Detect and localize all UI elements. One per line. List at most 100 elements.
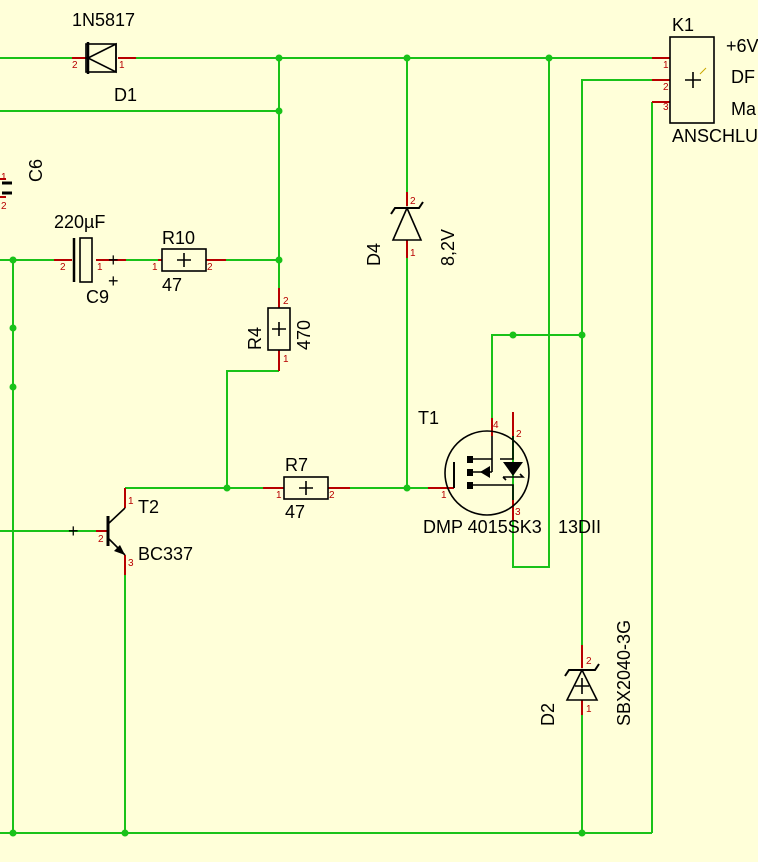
junction-dot: [275, 256, 283, 264]
capacitor-c6[interactable]: 1 2 C6: [0, 159, 46, 212]
diode-d2[interactable]: 2 1 D2 SBX2040-3G: [538, 620, 634, 726]
pin-number: 4: [493, 420, 499, 431]
junction-dot: [275, 107, 283, 115]
pin-number: 1: [276, 490, 282, 501]
t1-channel: [467, 482, 473, 489]
pin-number: 2: [98, 534, 104, 545]
pin-number: 1: [441, 490, 447, 501]
t2-emitter-arrow: [114, 545, 125, 555]
transistor-t2[interactable]: 1 2 3 + T2 BC337: [68, 488, 193, 575]
junction-dot: [9, 829, 17, 837]
r7-center-mark: [299, 481, 313, 495]
pin-number: 2: [60, 262, 66, 273]
k1-body: [669, 36, 715, 124]
pin-number: 1: [128, 496, 134, 507]
pin-number: 3: [663, 102, 669, 113]
pin-number: 1: [1, 172, 7, 183]
pin-number: 2: [329, 490, 335, 501]
k1-line-label: +6V: [726, 36, 758, 56]
resistor-r10[interactable]: 1 2 R10 47: [152, 228, 226, 295]
junction-dot: [275, 54, 283, 62]
junction-dot: [578, 829, 586, 837]
r4-body: [267, 307, 291, 351]
k1-line-label: Ma: [731, 99, 757, 119]
c6-ref: C6: [26, 159, 46, 182]
d4-bar: [390, 201, 424, 215]
r7-body: [283, 476, 329, 500]
k1-line-label: DF: [731, 67, 755, 87]
pin-number: 1: [97, 262, 103, 273]
t1-body-diode: [503, 462, 523, 476]
t1-ref: T1: [418, 408, 439, 428]
pin-number: 2: [586, 656, 592, 667]
t2-polarity-sign: +: [68, 521, 79, 541]
k1-value: ANSCHLU: [672, 126, 758, 146]
junction-dot: [9, 256, 17, 264]
junction-dots: [9, 54, 586, 837]
pin-number: 2: [207, 262, 213, 273]
wire-source-loop: [491, 334, 582, 418]
d2-center-mark: [575, 678, 589, 694]
resistor-r7[interactable]: 1 2 R7 47: [263, 455, 350, 522]
d1-body: [85, 43, 117, 73]
d1-triangle: [86, 42, 117, 74]
t1-value: DMP 4015SK3: [423, 517, 542, 537]
wire-k1-drain-loop: [512, 58, 550, 568]
wire-r4-r7: [226, 370, 279, 488]
d4-value: 8,2V: [438, 229, 458, 266]
capacitor-c9[interactable]: 2 1 220µF C9 + +: [54, 212, 126, 307]
pin-number: 2: [516, 429, 522, 440]
junction-dot: [403, 484, 411, 492]
t1-channel: [467, 456, 473, 463]
t2-value: BC337: [138, 544, 193, 564]
connector-k1[interactable]: 1 2 3 K1 ANSCHLU +6V DF Ma: [652, 15, 758, 146]
junction-dot: [9, 383, 17, 391]
t1-diode-bar: [502, 473, 525, 481]
pin-number: 1: [119, 60, 125, 71]
t2-ref: T2: [138, 497, 159, 517]
junction-dot: [509, 331, 517, 339]
d2-value: SBX2040-3G: [614, 620, 634, 726]
pin-number: 1: [152, 262, 158, 273]
d4-ref: D4: [364, 243, 384, 266]
pin-number: 1: [410, 248, 416, 259]
pin-number: 1: [663, 60, 669, 71]
junction-dot: [578, 331, 586, 339]
pin-number: 1: [283, 354, 289, 365]
d1-value: 1N5817: [72, 10, 135, 30]
c9-plate-right: [79, 237, 93, 283]
zener-d4[interactable]: 2 1 D4 8,2V: [364, 192, 458, 266]
resistor-r4[interactable]: 2 1 R4 470: [245, 288, 314, 371]
junction-dot: [223, 484, 231, 492]
r7-value: 47: [285, 502, 305, 522]
t2-collector-line: [107, 507, 126, 525]
t1-body: [444, 430, 530, 516]
pin-number: 2: [663, 82, 669, 93]
r10-center-mark: [177, 253, 191, 267]
k1-tick: [699, 67, 707, 75]
t1-inner-lines: [473, 436, 514, 500]
t1-channel: [467, 469, 473, 476]
r10-ref: R10: [162, 228, 195, 248]
r4-value: 470: [294, 320, 314, 350]
d2-bar: [564, 663, 600, 677]
c9-polarity-sign: +: [108, 271, 119, 291]
d4-triangle: [391, 206, 423, 241]
mosfet-t1[interactable]: 4 2 1 3 T1 DMP 4015SK3 13DII: [418, 408, 601, 537]
wires: [0, 57, 653, 834]
t1-arrow: [480, 466, 490, 478]
diode-d1[interactable]: 2 1 1N5817 D1: [72, 10, 137, 105]
c9-value: 220µF: [54, 212, 105, 232]
junction-dot: [403, 54, 411, 62]
d2-ref: D2: [538, 703, 558, 726]
r7-ref: R7: [285, 455, 308, 475]
k1-ref: K1: [672, 15, 694, 35]
pin-number: 2: [410, 196, 416, 207]
d2-triangle: [565, 668, 599, 701]
junction-dot: [545, 54, 553, 62]
pin-number: 3: [128, 558, 134, 569]
pin-number: 2: [72, 60, 78, 71]
pin-number: 2: [283, 296, 289, 307]
r4-center-mark: [272, 322, 286, 336]
